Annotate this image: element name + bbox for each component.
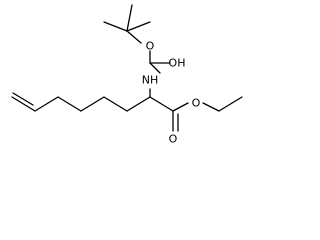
tert-butyl-group — [103, 4, 151, 44]
bond-o-to-ethyl-ch2 — [202, 102, 220, 112]
bond-alpha-to-ester-c — [149, 96, 174, 112]
atom-o-ethyl-ester: O — [192, 97, 201, 110]
bond-chain-4 — [57, 96, 82, 112]
atom-o-tbu-ester: O — [146, 40, 155, 53]
bond-tbu-methyl-top — [126, 4, 133, 32]
atom-nh: NH — [142, 74, 159, 87]
bond-chain-6 — [11, 96, 36, 112]
bond-chain-2 — [103, 96, 128, 112]
bond-ethyl-ch2-to-ch3 — [218, 96, 243, 112]
bond-chain-1 — [126, 96, 151, 112]
ethyl-ester-group — [149, 96, 243, 132]
atom-o-carbonyl: O — [169, 133, 178, 146]
bond-chain-5 — [34, 96, 59, 112]
bond-carbamate-c-to-nh — [149, 62, 161, 74]
alkenyl-chain — [11, 92, 151, 112]
molecule-structure: O NH OH O O — [11, 4, 243, 146]
atom-oh: OH — [169, 57, 186, 70]
bond-tbu-methyl-right — [126, 21, 151, 32]
atom-labels: O NH OH O O — [142, 40, 201, 146]
bond-ester-c-to-o — [172, 102, 189, 112]
bond-chain-3 — [80, 96, 105, 112]
bond-tbu-to-o — [126, 30, 142, 44]
bond-tbu-methyl-left — [103, 21, 128, 32]
carbamate-group — [149, 50, 171, 98]
bond-alkene-double — [12, 92, 34, 106]
